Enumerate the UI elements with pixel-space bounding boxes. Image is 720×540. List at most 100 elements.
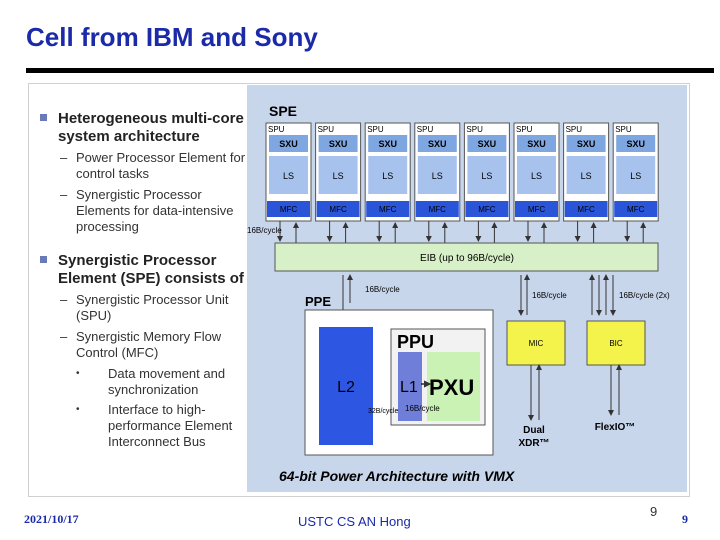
- ls-block: [318, 156, 358, 194]
- ls-label: LS: [581, 171, 592, 181]
- bw-32-label: 32B/cycle: [368, 408, 398, 415]
- ls-label: LS: [333, 171, 344, 181]
- ls-label: LS: [382, 171, 393, 181]
- dash-bullet-icon: –: [60, 187, 68, 202]
- sub-bullet-text: Synergistic Processor Unit (SPU): [76, 292, 229, 323]
- sub-bullet-mfc: – Synergistic Memory Flow Control (MFC): [38, 329, 250, 361]
- flexio-label: FlexIO™: [595, 422, 636, 433]
- ls-block: [467, 156, 507, 194]
- ls-block: [417, 156, 457, 194]
- mfc-block: [614, 201, 658, 217]
- dot-bullet-icon: •: [76, 404, 80, 415]
- sxu-block: [368, 135, 408, 152]
- ls-block: [517, 156, 556, 194]
- bullet-heterogeneous: Heterogeneous multi-core system architec…: [38, 110, 250, 146]
- spu-label: SPU: [417, 125, 434, 134]
- ppu-label: PPU: [397, 332, 434, 352]
- l1-label: L1: [400, 379, 418, 396]
- sxu-block: [616, 135, 656, 152]
- spu-label: SPU: [367, 125, 384, 134]
- mfc-label: MFC: [379, 205, 397, 214]
- ls-block: [566, 156, 606, 194]
- spu-label: SPU: [566, 125, 583, 134]
- sub-bullet-text: Synergistic Memory Flow Control (MFC): [76, 329, 222, 360]
- bullet-list: Heterogeneous multi-core system architec…: [38, 110, 250, 454]
- mic-label: MIC: [529, 339, 544, 348]
- mfc-block: [366, 201, 410, 217]
- page-number-inner: 9: [650, 504, 658, 519]
- ls-block: [269, 156, 308, 194]
- bic-box: [586, 320, 646, 366]
- spe-row: SPU SXU LS MFC SPU SXU LS MFC SPU SXU LS MFC SPU SXU L…: [265, 122, 659, 243]
- sxu-label: SXU: [428, 139, 447, 149]
- slide-title: Cell from IBM and Sony: [26, 22, 318, 52]
- spu-label: SPU: [318, 125, 335, 134]
- l1-cache: [398, 352, 422, 421]
- l2-label: L2: [337, 379, 355, 396]
- sxu-block: [318, 135, 358, 152]
- mfc-label: MFC: [478, 205, 496, 214]
- mfc-label: MFC: [429, 205, 447, 214]
- l2-cache: [319, 327, 373, 445]
- sxu-label: SXU: [378, 139, 397, 149]
- bw-16-label: 16B/cycle: [405, 404, 440, 413]
- xdr-label-line2: XDR™: [518, 438, 549, 449]
- bw-left-label: 16B/cycle: [247, 226, 282, 235]
- mfc-block: [465, 201, 509, 217]
- mic-box: [506, 320, 566, 366]
- mfc-block: [515, 201, 558, 217]
- page-number: 9: [682, 512, 688, 526]
- ppe-label: PPE: [305, 294, 331, 309]
- sub-bullet-text: Synergistic Processor Elements for data-…: [76, 187, 234, 234]
- ls-label: LS: [432, 171, 443, 181]
- mfc-label: MFC: [329, 205, 347, 214]
- sxu-block: [467, 135, 507, 152]
- bic-label: BIC: [609, 339, 623, 348]
- ls-label: LS: [481, 171, 492, 181]
- cell-architecture-diagram: SPE SPUSXULSMFCSPUSXULSMFCSPUSXULSMFCSPU…: [247, 85, 687, 492]
- mfc-block: [415, 201, 459, 217]
- ls-label: LS: [283, 171, 294, 181]
- bw-bic-label: 16B/cycle (2x): [619, 291, 670, 300]
- bullet-spe-consists: Synergistic Processor Element (SPE) cons…: [38, 252, 250, 288]
- eib-label: EIB (up to 96B/cycle): [420, 253, 514, 264]
- sub-sub-bullet-text: Interface to high-performance Element In…: [108, 402, 233, 449]
- xdr-label-line1: Dual: [523, 425, 545, 436]
- sub-bullet-spu: – Synergistic Processor Unit (SPU): [38, 292, 250, 324]
- sxu-label: SXU: [329, 139, 348, 149]
- spu-label: SPU: [516, 125, 533, 134]
- dot-bullet-icon: •: [76, 368, 80, 379]
- sxu-label: SXU: [577, 139, 596, 149]
- power-architecture-banner: 64-bit Power Architecture with VMX: [279, 468, 516, 484]
- eib-bus: [274, 242, 659, 272]
- sxu-block: [417, 135, 457, 152]
- pxu-label: PXU: [429, 375, 474, 400]
- mfc-label: MFC: [528, 205, 546, 214]
- footer-author: USTC CS AN Hong: [298, 514, 411, 529]
- mfc-label: MFC: [280, 205, 298, 214]
- sxu-label: SXU: [527, 139, 546, 149]
- mfc-block: [267, 201, 310, 217]
- sub-sub-bullet-data-movement: • Data movement and synchronization: [38, 366, 250, 398]
- spu-label: SPU: [615, 125, 632, 134]
- sxu-label: SXU: [626, 139, 645, 149]
- ls-block: [368, 156, 408, 194]
- dash-bullet-icon: –: [60, 292, 68, 307]
- sub-bullet-text: Power Processor Element for control task…: [76, 150, 246, 181]
- dash-bullet-icon: –: [60, 150, 68, 165]
- sxu-label: SXU: [478, 139, 497, 149]
- mfc-block: [316, 201, 360, 217]
- sxu-block: [517, 135, 556, 152]
- sxu-label: SXU: [279, 139, 298, 149]
- sub-sub-bullet-text: Data movement and synchronization: [108, 366, 226, 397]
- pxu-box: [427, 352, 480, 421]
- mfc-label: MFC: [577, 205, 595, 214]
- sub-bullet-ppe: – Power Processor Element for control ta…: [38, 150, 250, 182]
- sub-sub-bullet-interface: • Interface to high-performance Element …: [38, 402, 250, 450]
- dash-bullet-icon: –: [60, 329, 68, 344]
- spe-label: SPE: [269, 103, 297, 119]
- title-rule: [26, 68, 714, 73]
- bullet-text: Synergistic Processor Element (SPE) cons…: [58, 252, 244, 287]
- mfc-block: [564, 201, 608, 217]
- bw-mic-label: 16B/cycle: [532, 291, 567, 300]
